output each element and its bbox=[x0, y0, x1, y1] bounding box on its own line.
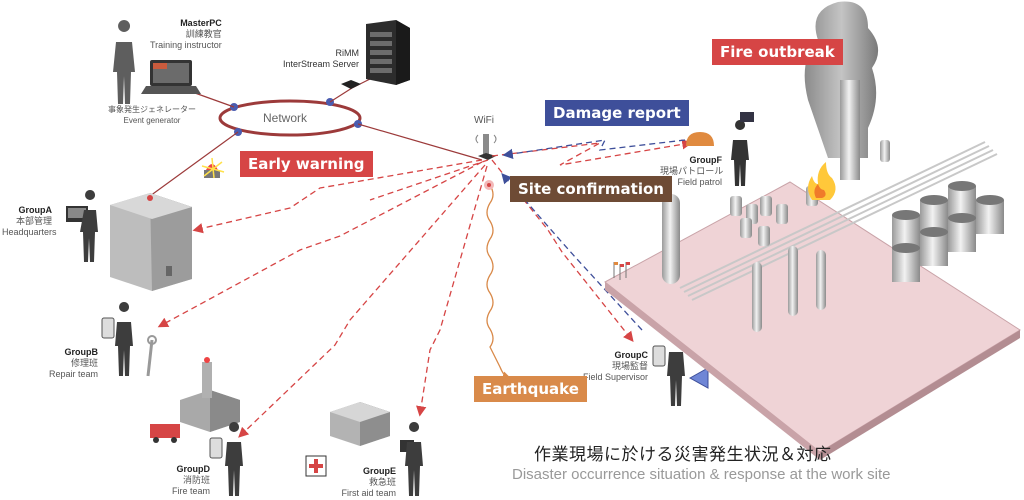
first-aid-building-icon bbox=[330, 402, 390, 446]
event-generator-en: Event generator bbox=[123, 116, 181, 125]
group-b-name: GroupB bbox=[64, 347, 99, 357]
group-a-jp: 本部管理 bbox=[15, 216, 52, 226]
master-pc-label: MasterPC 訓練教官 Training instructor bbox=[150, 18, 222, 51]
tablet-icon bbox=[652, 345, 666, 367]
group-d-label: GroupD 消防班 Fire team bbox=[166, 464, 210, 497]
group-b-figure bbox=[101, 302, 157, 377]
master-pc-figure bbox=[113, 20, 201, 104]
group-e-en: First aid team bbox=[341, 488, 396, 498]
report-signals bbox=[501, 139, 686, 331]
master-pc-jp: 訓練教官 bbox=[185, 29, 222, 39]
server-line2: InterStream Server bbox=[283, 59, 360, 69]
signal-to-early-warning bbox=[369, 159, 489, 201]
server-label: RiMM InterStream Server bbox=[283, 48, 359, 70]
diagram-title-japanese: 作業現場に於ける災害発生状況＆対応 bbox=[534, 445, 832, 465]
master-pc-en: Training instructor bbox=[150, 40, 222, 50]
early-warning-tag: Early warning bbox=[240, 151, 373, 177]
tablet-icon bbox=[101, 317, 115, 339]
router-icon bbox=[341, 80, 361, 89]
group-d-jp: 消防班 bbox=[182, 475, 210, 485]
group-c-figure bbox=[652, 332, 709, 406]
fire-station-icon bbox=[180, 357, 240, 432]
first-aid-cross-icon bbox=[305, 455, 327, 477]
event-generator-jp: 事象発生ジェネレーター bbox=[108, 105, 196, 114]
warning-signals bbox=[157, 139, 693, 438]
person-icon bbox=[113, 20, 135, 104]
person-icon bbox=[225, 422, 243, 496]
earthquake-wave bbox=[486, 184, 513, 382]
person-icon bbox=[667, 332, 685, 406]
event-generator-label: 事象発生ジェネレーター Event generator bbox=[108, 104, 196, 126]
network-ring bbox=[218, 98, 362, 137]
group-d-name: GroupD bbox=[176, 464, 211, 474]
signal-to-group-b bbox=[157, 161, 483, 328]
group-a-en: Headquarters bbox=[2, 227, 57, 237]
group-f-jp: 現場パトロール bbox=[660, 166, 724, 176]
warning-beacon-icon bbox=[201, 157, 225, 179]
group-d-en: Fire team bbox=[171, 486, 210, 496]
wifi-antenna-icon bbox=[475, 134, 497, 160]
wifi-label: WiFi bbox=[474, 115, 494, 126]
group-c-label: GroupC 現場監督 Field Supervisor bbox=[578, 350, 648, 383]
person-icon bbox=[405, 422, 423, 496]
distillation-column bbox=[662, 194, 680, 284]
group-f-en: Field patrol bbox=[677, 177, 722, 187]
group-b-label: GroupB 修理班 Repair team bbox=[48, 347, 98, 380]
damage-report-tag: Damage report bbox=[545, 100, 689, 126]
group-f-figure bbox=[686, 112, 754, 186]
fire-truck-icon bbox=[150, 424, 180, 443]
group-b-jp: 修理班 bbox=[70, 358, 98, 368]
group-a-name: GroupA bbox=[18, 205, 53, 215]
fire-outbreak-tag: Fire outbreak bbox=[712, 39, 843, 65]
group-c-name: GroupC bbox=[614, 350, 649, 360]
person-icon bbox=[80, 190, 98, 262]
group-b-en: Repair team bbox=[48, 369, 98, 379]
tablet-icon bbox=[740, 112, 754, 122]
group-e-name: GroupE bbox=[363, 466, 396, 476]
group-a-figure bbox=[66, 190, 98, 262]
signal-to-group-e bbox=[416, 165, 488, 417]
headquarters-building-icon bbox=[110, 193, 192, 291]
network-label: Network bbox=[263, 111, 308, 125]
hard-hat-icon bbox=[686, 132, 714, 146]
signal-to-group-d bbox=[238, 164, 486, 438]
wrench-icon bbox=[146, 339, 154, 377]
server-icon bbox=[341, 20, 410, 89]
damage-report-line bbox=[502, 139, 686, 159]
megaphone-icon bbox=[688, 367, 709, 389]
group-a-label: GroupA 本部管理 Headquarters bbox=[2, 205, 57, 238]
earthquake-tag: Earthquake bbox=[474, 376, 587, 402]
group-e-label: GroupE 救急班 First aid team bbox=[340, 466, 396, 499]
group-f-label: GroupF 現場パトロール Field patrol bbox=[660, 155, 724, 188]
group-d-figure bbox=[209, 422, 243, 496]
diagram-title-english: Disaster occurrence situation & response… bbox=[512, 466, 891, 483]
group-c-jp: 現場監督 bbox=[611, 361, 648, 371]
signal-to-group-f bbox=[491, 139, 693, 166]
group-e-jp: 救急班 bbox=[368, 477, 396, 487]
person-icon bbox=[731, 120, 749, 186]
group-e-figure bbox=[400, 422, 423, 496]
group-c-en: Field Supervisor bbox=[582, 372, 648, 382]
chimney bbox=[840, 80, 860, 180]
signal-to-group-a bbox=[192, 159, 483, 234]
industrial-plant bbox=[604, 1, 1021, 460]
storage-tanks bbox=[892, 181, 1004, 282]
site-confirmation-line bbox=[501, 173, 643, 331]
server-line1: RiMM bbox=[335, 48, 360, 58]
tablet-icon bbox=[209, 437, 223, 459]
site-confirmation-tag: Site confirmation bbox=[510, 176, 672, 202]
person-icon bbox=[115, 302, 133, 376]
master-pc-group: MasterPC bbox=[180, 18, 222, 28]
group-f-name: GroupF bbox=[689, 155, 723, 165]
